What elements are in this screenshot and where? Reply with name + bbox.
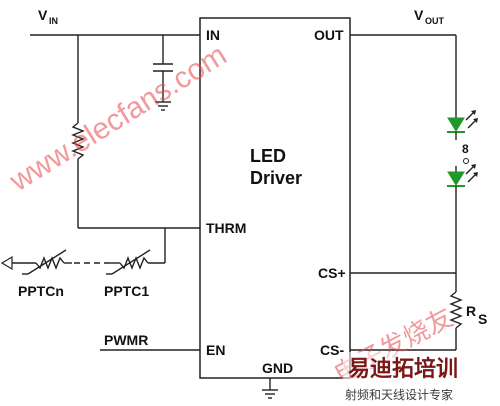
pin-in: IN — [206, 27, 220, 43]
pptcn-label: PPTCn — [18, 283, 64, 299]
led-icon — [447, 164, 478, 187]
thermistor-icon — [22, 249, 67, 275]
ic-name-line1: LED — [250, 146, 286, 166]
rs-subscript: S — [478, 311, 487, 327]
led-icon — [447, 110, 478, 133]
resistor-icon — [71, 122, 85, 160]
svg-text:易迪拓培训: 易迪拓培训 — [348, 356, 458, 381]
pin-en: EN — [206, 342, 225, 358]
svg-text:射频和天线设计专家: 射频和天线设计专家 — [345, 387, 453, 402]
pin-thrm: THRM — [206, 220, 246, 236]
pin-out: OUT — [314, 27, 344, 43]
thermistor-icon — [106, 249, 151, 275]
pwmr-label: PWMR — [104, 332, 148, 348]
led-gap-label: 8 — [462, 142, 469, 156]
vin-label: V — [38, 7, 48, 23]
pin-cs-plus: CS+ — [318, 265, 346, 281]
arrow-icon — [0, 255, 13, 271]
pin-cs-minus: CS- — [320, 342, 344, 358]
watermark-site: www.elecfans.com — [3, 38, 232, 198]
vout-label: V — [414, 7, 424, 23]
vin-subscript: IN — [49, 16, 58, 26]
watermark-logo: 易迪拓培训 射频和天线设计专家 — [343, 352, 497, 402]
vout-subscript: OUT — [425, 16, 445, 26]
pin-gnd: GND — [262, 360, 293, 376]
capacitor-icon — [153, 35, 173, 111]
led-driver-chip — [199, 17, 351, 379]
ic-name-line2: Driver — [250, 168, 302, 188]
ground-icon — [262, 378, 278, 399]
rs-label: R — [466, 303, 476, 319]
pptc1-label: PPTC1 — [104, 283, 149, 299]
resistor-icon — [449, 291, 463, 329]
